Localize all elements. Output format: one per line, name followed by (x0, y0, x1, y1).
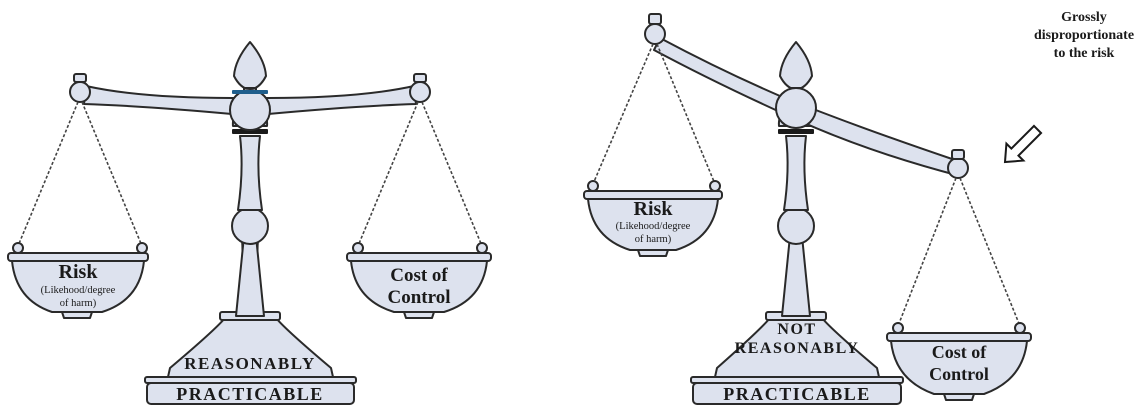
left-scale-pillar (231, 107, 269, 317)
right-scale-knob-right (947, 157, 969, 179)
right-scale-finial (775, 41, 817, 129)
right-scale-chains (592, 43, 1021, 327)
left-scale-cost-pan (346, 242, 492, 319)
left-risk-title: Risk (59, 261, 99, 283)
left-risk-sub2: of harm) (60, 298, 97, 309)
left-scale-finial (229, 41, 271, 131)
right-base-line1: NOT (777, 321, 816, 338)
right-scale-risk-pan (583, 180, 723, 257)
right-cost-line1: Cost of (932, 342, 987, 362)
right-scale-pillar (777, 107, 815, 317)
right-scale-base (690, 311, 904, 405)
left-cost-line2: Control (388, 287, 451, 308)
annotation-line1: Grossly (1061, 10, 1107, 25)
right-risk-title: Risk (634, 198, 674, 220)
right-risk-sub2: of harm) (635, 234, 672, 245)
right-cost-line2: Control (929, 364, 989, 384)
left-scale-knob-right (409, 81, 431, 103)
right-risk-sub1: (Likehood/degree (616, 221, 691, 232)
right-base-line3: PRACTICABLE (723, 384, 871, 404)
right-scale-knob-left (644, 23, 666, 45)
left-base-line2: PRACTICABLE (176, 384, 324, 404)
right-base-line2: REASONABLY (735, 340, 860, 357)
annotation: Grossly disproportionate to the risk (1003, 10, 1134, 164)
left-cost-line1: Cost of (390, 265, 448, 286)
left-scale-knob-left (69, 81, 91, 103)
left-scale-base (144, 311, 357, 405)
left-risk-sub1: (Likehood/degree (41, 285, 116, 296)
left-scale: Risk (Likehood/degree of harm) Cost of C… (7, 41, 492, 405)
annotation-line3: to the risk (1054, 46, 1115, 61)
arrow-down-left-icon (1003, 124, 1043, 164)
left-scale-risk-pan (7, 242, 149, 319)
left-base-line1: REASONABLY (184, 354, 316, 373)
annotation-line2: disproportionate (1034, 28, 1134, 43)
left-scale-chains (17, 101, 483, 247)
right-scale: Risk (Likehood/degree of harm) Cost of C… (583, 13, 1032, 405)
right-scale-cost-pan (886, 322, 1032, 401)
